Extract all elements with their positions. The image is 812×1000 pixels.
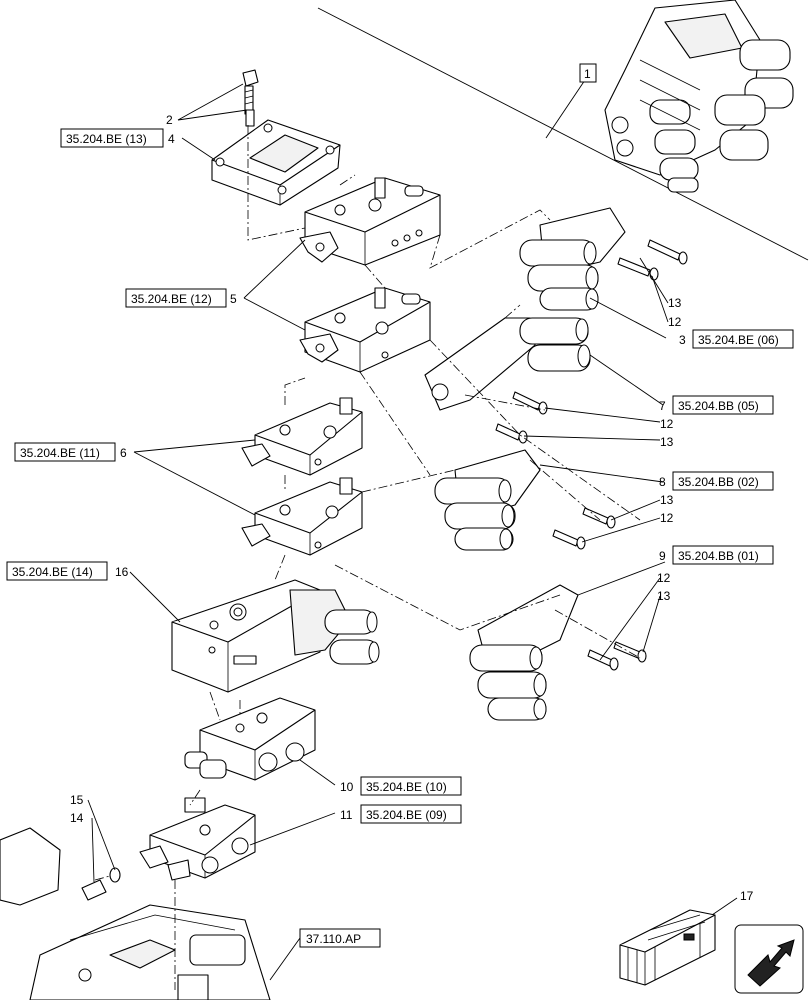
washer-item-15 bbox=[109, 867, 121, 883]
callout-number: 1 bbox=[584, 67, 591, 81]
plug-item-14 bbox=[81, 879, 107, 901]
reference-box-r14[interactable]: 35.204.BE (14) bbox=[6, 561, 108, 581]
cover-plate-item-4 bbox=[211, 119, 341, 206]
callout-6: 6 bbox=[120, 446, 127, 460]
reference-label: 35.204.BE (09) bbox=[366, 808, 447, 822]
reference-label: 35.204.BB (05) bbox=[678, 399, 759, 413]
valve-item-10 bbox=[184, 697, 316, 781]
callout-13: 13 bbox=[668, 296, 682, 310]
callout-7: 7 bbox=[659, 399, 666, 413]
coupler-block-item-7 bbox=[424, 317, 591, 411]
reference-box-r37[interactable]: 37.110.AP bbox=[299, 928, 381, 948]
valve-section-item-6-lower bbox=[241, 477, 363, 556]
reference-label: 35.204.BE (11) bbox=[20, 446, 100, 460]
callout-8: 8 bbox=[659, 475, 666, 489]
coupler-block-item-8 bbox=[434, 449, 541, 551]
callout-box-1[interactable]: 1 bbox=[579, 63, 597, 83]
assembly-dash-lines bbox=[94, 125, 641, 990]
inset-divider-line bbox=[317, 7, 809, 261]
callout-12: 12 bbox=[668, 315, 682, 329]
screws-item-12-13-lower bbox=[552, 507, 616, 550]
screws-item-12-13-bottom bbox=[587, 641, 647, 671]
bolt-item-2 bbox=[242, 69, 259, 127]
coupler-block-item-3 bbox=[519, 207, 626, 311]
callout-17: 17 bbox=[740, 889, 754, 903]
callout-5: 5 bbox=[230, 292, 237, 306]
callout-numbers: 2 3 4 5 6 7 8 9 10 11 12 12 12 12 13 13 … bbox=[70, 113, 754, 903]
reference-label: 35.204.BE (13) bbox=[66, 132, 147, 146]
valve-section-item-6-upper bbox=[241, 397, 363, 476]
callout-10: 10 bbox=[340, 780, 354, 794]
callout-13: 13 bbox=[660, 493, 674, 507]
callout-2: 2 bbox=[166, 113, 173, 127]
callout-13: 13 bbox=[657, 589, 671, 603]
valve-section-item-5-lower bbox=[299, 287, 431, 373]
reference-label: 35.204.BE (14) bbox=[12, 565, 93, 579]
leader-lines bbox=[87, 83, 738, 981]
reference-box-r06[interactable]: 35.204.BE (06) bbox=[692, 329, 794, 349]
reference-label: 35.204.BB (01) bbox=[678, 549, 759, 563]
reference-box-r09[interactable]: 35.204.BE (09) bbox=[360, 804, 462, 824]
reference-box-r12[interactable]: 35.204.BE (12) bbox=[125, 288, 227, 308]
callout-12: 12 bbox=[657, 571, 671, 585]
screws-item-12-13-upper bbox=[617, 239, 688, 281]
callout-15: 15 bbox=[70, 793, 84, 807]
callout-3: 3 bbox=[679, 333, 686, 347]
reference-box-r11[interactable]: 35.204.BE (11) bbox=[14, 442, 116, 462]
reference-box-r10[interactable]: 35.204.BE (10) bbox=[360, 776, 462, 796]
reference-label: 35.204.BE (12) bbox=[131, 292, 212, 306]
callout-12: 12 bbox=[660, 417, 674, 431]
coupler-block-item-9 bbox=[469, 584, 579, 721]
callout-12: 12 bbox=[660, 511, 674, 525]
screws-item-12-13-mid bbox=[495, 391, 548, 444]
callout-13: 13 bbox=[660, 435, 674, 449]
callout-9: 9 bbox=[659, 549, 666, 563]
reference-box-r05[interactable]: 35.204.BB (05) bbox=[672, 395, 774, 415]
reference-label: 35.204.BB (02) bbox=[678, 475, 759, 489]
manifold-block-item-16 bbox=[171, 579, 380, 693]
callout-14: 14 bbox=[70, 811, 84, 825]
tractor-housing bbox=[0, 827, 271, 1000]
reference-box-r01[interactable]: 35.204.BB (01) bbox=[672, 545, 774, 565]
callout-4: 4 bbox=[168, 132, 175, 146]
valve-section-item-5-upper bbox=[299, 177, 441, 266]
reference-label: 35.204.BE (10) bbox=[366, 780, 447, 794]
reference-label: 37.110.AP bbox=[306, 932, 361, 946]
reference-label: 35.204.BE (06) bbox=[698, 333, 779, 347]
assembled-valve-inset bbox=[604, 0, 794, 193]
valve-item-11 bbox=[139, 797, 256, 881]
inset-divider-line-2 bbox=[545, 79, 586, 139]
callout-16: 16 bbox=[115, 565, 129, 579]
reference-box-r02[interactable]: 35.204.BB (02) bbox=[672, 471, 774, 491]
reference-box-r13[interactable]: 35.204.BE (13) bbox=[60, 128, 164, 148]
callout-11: 11 bbox=[340, 808, 353, 822]
kit-crate-icon bbox=[619, 909, 716, 986]
next-page-arrow-icon[interactable] bbox=[734, 924, 804, 994]
